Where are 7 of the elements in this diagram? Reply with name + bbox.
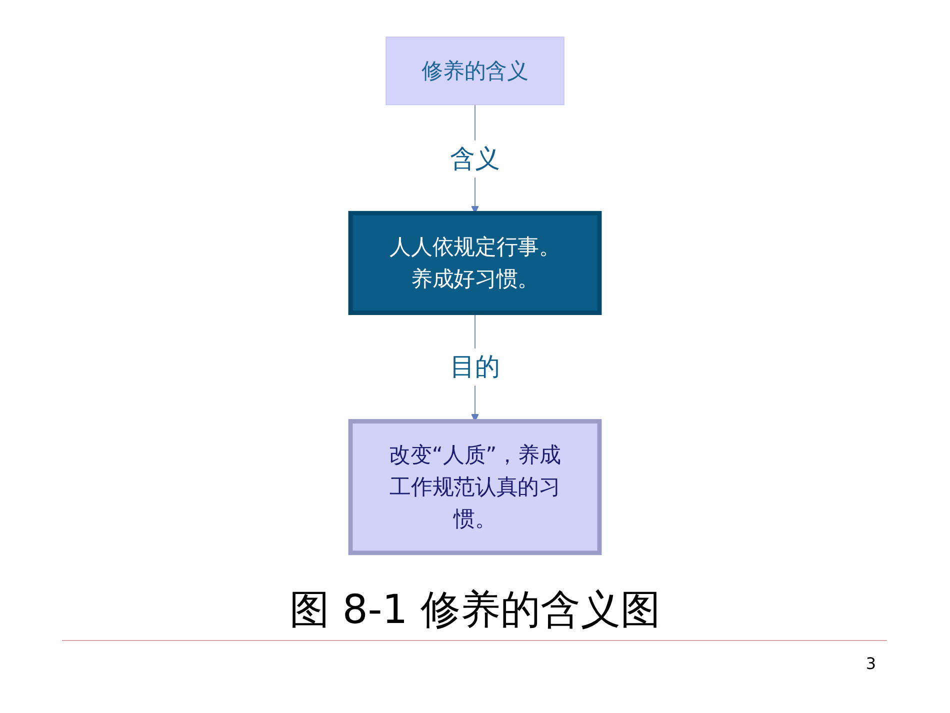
node-box: 改变“人质”，养成工作规范认真的习惯。 — [348, 419, 602, 556]
edge-label: 含义 — [450, 144, 500, 174]
node-box: 人人依规定行事。养成好习惯。 — [348, 210, 602, 315]
caption: 图 8-1 修养的含义图 — [290, 587, 660, 633]
edge-label: 目的 — [450, 352, 500, 382]
node-box: 修养的含义 — [386, 36, 564, 106]
page-number: 3 — [866, 654, 876, 673]
